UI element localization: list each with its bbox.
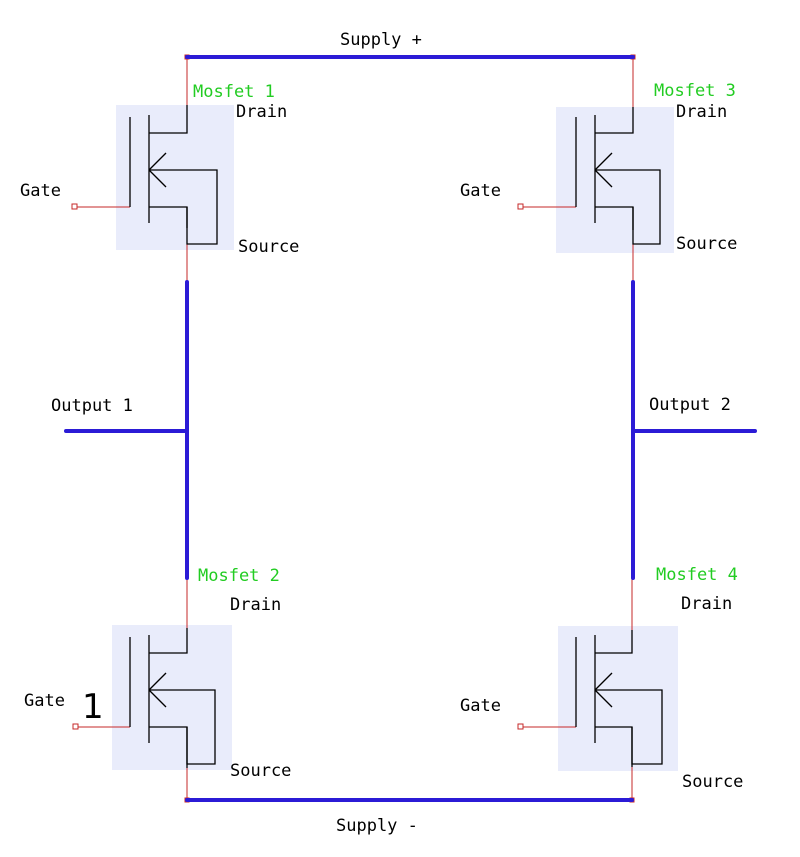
mosfet-3-box (556, 107, 674, 253)
mosfet-2-symbol (129, 628, 216, 768)
mosfet-3-gate-label: Gate (460, 181, 501, 201)
mosfet-1-box (116, 105, 234, 250)
output-1-label: Output 1 (51, 396, 133, 416)
mosfet-2-box (112, 625, 232, 770)
mosfet-3-name: Mosfet 3 (654, 81, 736, 101)
mosfet-3-symbol (575, 107, 661, 245)
mosfet-1-gate-label: Gate (20, 181, 61, 201)
mosfet-1-source-label: Source (238, 237, 299, 257)
mosfet-1-drain-label: Drain (236, 102, 287, 122)
mosfet-2-gate-label: Gate (24, 691, 65, 711)
stray-number-one: 1 (82, 687, 104, 727)
mosfet-4-source-label: Source (682, 772, 743, 792)
mosfet-3-drain-label: Drain (676, 102, 727, 122)
mosfet-1-name: Mosfet 1 (193, 82, 275, 102)
interconnect-traces (75, 57, 634, 800)
mosfet-4-name: Mosfet 4 (656, 565, 738, 585)
output-2-label: Output 2 (649, 395, 731, 415)
mosfet-3-source-label: Source (676, 234, 737, 254)
supply-plus-label: Supply + (340, 30, 422, 50)
power-buses (64, 55, 757, 802)
mosfet-2-drain-label: Drain (230, 595, 281, 615)
mosfet-4-gate-label: Gate (460, 696, 501, 716)
mosfet-4-symbol (575, 630, 663, 767)
mosfet-4-box (558, 626, 678, 771)
mosfet-2-source-label: Source (230, 761, 291, 781)
mosfet-2-name: Mosfet 2 (198, 566, 280, 586)
mosfet-1-symbol (129, 105, 218, 245)
supply-minus-label: Supply - (336, 816, 418, 836)
mosfet-4-drain-label: Drain (681, 594, 732, 614)
